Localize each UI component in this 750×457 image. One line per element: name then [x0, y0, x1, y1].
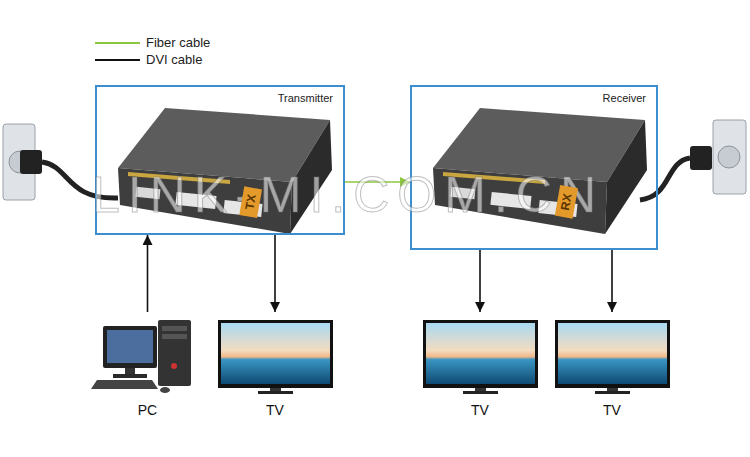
tv-frame: [218, 320, 333, 388]
device-front: [433, 168, 607, 234]
device-side: [605, 120, 647, 234]
tv-base: [463, 391, 498, 394]
legend-text: DVI cable: [146, 52, 202, 68]
tv-screen: [558, 323, 667, 384]
outlet-socket: [718, 146, 740, 168]
power-button: [171, 363, 177, 369]
dvi-port: [175, 192, 216, 209]
receiver-device: [433, 108, 647, 234]
connector-arrow: [611, 250, 613, 312]
pc-tower: [158, 320, 191, 386]
dvi-port: [490, 192, 531, 209]
device-print: [443, 172, 545, 184]
receiver-box: Receiver: [410, 85, 658, 250]
tv-node: TV: [215, 312, 335, 422]
tv-screen: [221, 323, 330, 384]
tv-illustration: [555, 320, 670, 394]
wall-outlet: [713, 120, 746, 194]
connector-arrow: [274, 235, 276, 312]
monitor-screen: [107, 330, 153, 363]
tv-node: TV: [420, 312, 540, 422]
tv-frame: [555, 320, 670, 388]
pc-node: PC: [95, 312, 200, 422]
power-cord: [42, 162, 118, 198]
power-plug: [690, 146, 712, 170]
dvi-port: [538, 200, 577, 217]
box-title: Receiver: [603, 92, 646, 104]
transmitter-device: [118, 108, 332, 234]
legend-text: Fiber cable: [146, 35, 210, 51]
tv-base: [258, 391, 293, 394]
monitor-base: [113, 374, 147, 378]
monitor: [103, 326, 157, 368]
drive-bay: [162, 326, 187, 331]
vga-port: [451, 187, 476, 199]
tv-frame: [423, 320, 538, 388]
connector-arrow: [479, 250, 481, 312]
box-title: Transmitter: [278, 92, 333, 104]
device-print: [128, 172, 230, 184]
tv-illustration: [218, 320, 333, 394]
tv-base: [595, 391, 630, 394]
pc-illustration: [91, 320, 191, 393]
transmitter-box: Transmitter: [95, 85, 345, 235]
power-plug: [20, 150, 42, 174]
legend-line: [95, 42, 140, 44]
connector-arrow: [345, 181, 410, 183]
device-label: TV: [420, 402, 540, 418]
tv-illustration: [423, 320, 538, 394]
mouse: [160, 387, 170, 393]
device-front: [118, 168, 292, 234]
monitor-stand: [125, 368, 135, 375]
device-label: TV: [552, 402, 672, 418]
device-label: TV: [215, 402, 335, 418]
keyboard: [91, 380, 158, 389]
tv-screen: [426, 323, 535, 384]
dvi-port: [223, 200, 262, 217]
legend-line: [95, 59, 140, 61]
vga-port: [136, 187, 161, 199]
connector-arrow: [147, 235, 149, 312]
tv-node: TV: [552, 312, 672, 422]
drive-bay: [162, 334, 187, 339]
power-cord: [640, 158, 690, 200]
device-side: [290, 120, 332, 234]
device-label: PC: [95, 402, 200, 418]
